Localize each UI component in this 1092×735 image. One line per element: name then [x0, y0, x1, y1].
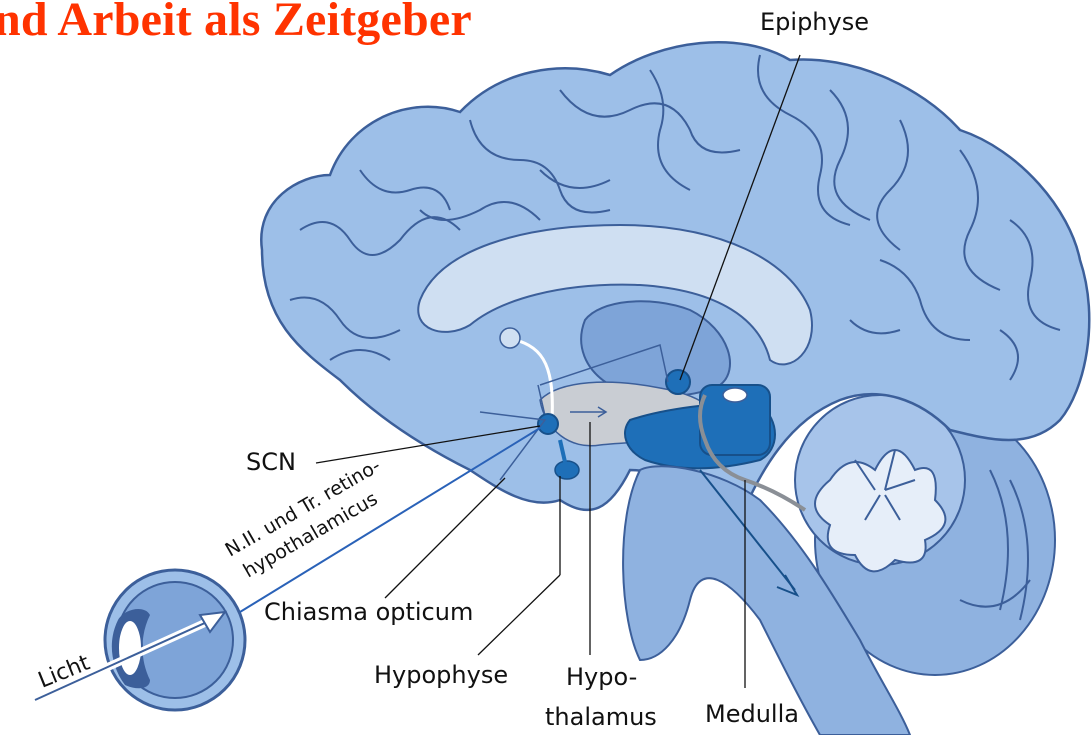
label-chiasma: Chiasma opticum [264, 598, 473, 626]
label-hypophyse: Hypophyse [374, 661, 508, 689]
label-epiphyse: Epiphyse [760, 8, 869, 36]
label-hypothalamus-1: Hypo- [566, 663, 637, 691]
epiphyse-structure [666, 370, 690, 394]
label-scn: SCN [246, 448, 296, 476]
leader-hypophyse-d [478, 575, 560, 655]
leader-chiasma [385, 478, 505, 598]
scn-structure [538, 414, 558, 434]
label-medulla: Medulla [705, 700, 799, 728]
hypophyse-structure [555, 461, 579, 479]
label-hypothalamus-2: thalamus [545, 703, 657, 731]
